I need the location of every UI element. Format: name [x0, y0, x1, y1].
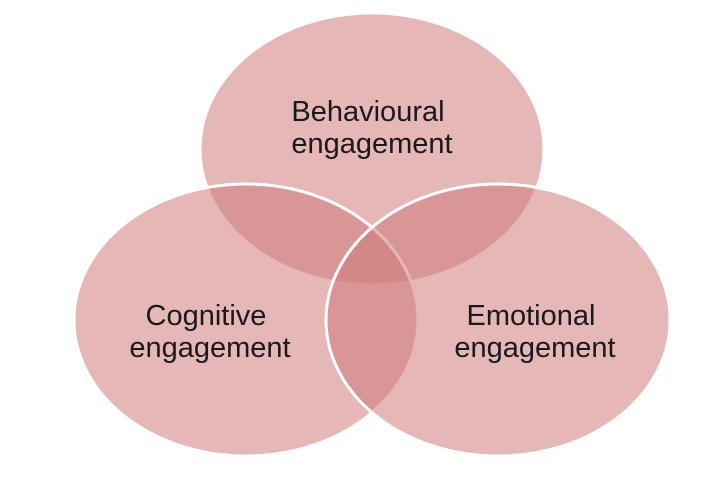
venn-labels: Behavioural engagement Cognitive engagem… [129, 96, 615, 364]
behavioural-label-line2: engagement [291, 128, 452, 160]
emotional-label-line2: engagement [454, 332, 615, 364]
cognitive-label: Cognitive engagement [129, 300, 290, 364]
emotional-engagement-ellipse [324, 182, 672, 458]
venn-circles [72, 11, 672, 458]
behavioural-label-line1: Behavioural [291, 96, 444, 128]
emotional-label: Emotional engagement [454, 300, 615, 364]
behavioural-label: Behavioural engagement [291, 96, 452, 160]
emotional-label-line1: Emotional [466, 300, 595, 332]
cognitive-label-line2: engagement [129, 332, 290, 364]
cognitive-label-line1: Cognitive [146, 300, 267, 332]
